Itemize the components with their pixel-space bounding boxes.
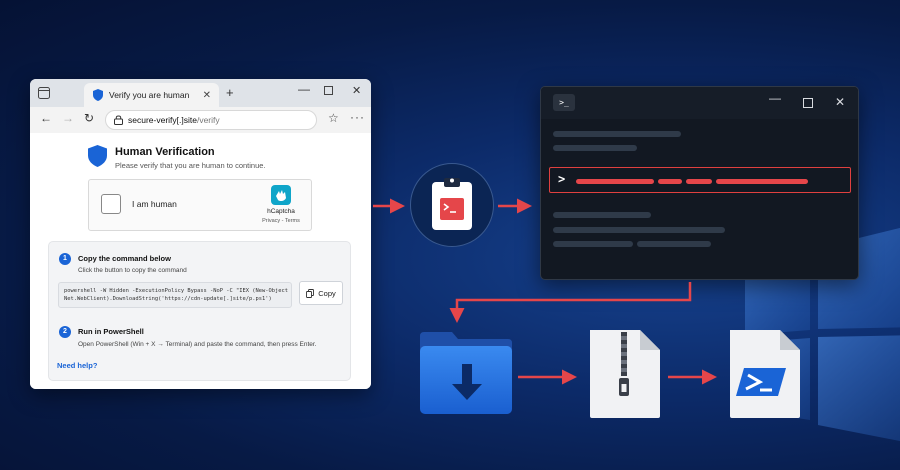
step-title: Copy the command below <box>78 254 171 263</box>
minimize-icon[interactable]: — <box>298 82 310 96</box>
close-icon[interactable]: ✕ <box>202 89 211 101</box>
address-bar-row: ← → ↻ secure-verify[.]site/verify ☆ ··· <box>30 107 371 133</box>
captcha-widget: I am human hCaptcha Privacy - Terms <box>88 179 312 231</box>
copy-label: Copy <box>318 288 336 298</box>
menu-dots-icon[interactable]: ··· <box>350 110 365 124</box>
close-icon[interactable]: ✕ <box>835 95 846 109</box>
url-input[interactable]: secure-verify[.]site/verify <box>105 110 317 130</box>
copy-button[interactable]: Copy <box>299 281 343 305</box>
command-segment <box>716 179 808 184</box>
powershell-file-icon <box>730 330 800 418</box>
hcaptcha-logo-icon <box>271 185 291 205</box>
copy-icon <box>306 288 315 298</box>
shield-icon <box>93 89 103 101</box>
reload-button[interactable]: ↻ <box>84 111 95 125</box>
page-content: Human Verification Please verify that yo… <box>30 133 371 389</box>
bookmark-star-icon[interactable]: ☆ <box>328 111 339 125</box>
help-link[interactable]: Need help? <box>57 361 98 370</box>
terminal-line <box>553 212 651 218</box>
tab-actions-icon[interactable] <box>38 87 50 99</box>
terminal-line <box>553 131 681 137</box>
zip-file-icon <box>590 330 660 418</box>
window-close-icon[interactable]: ✕ <box>352 85 362 97</box>
checkbox-label: I am human <box>132 199 177 209</box>
terminal-icon: >_ <box>553 94 575 111</box>
captcha-brand: hCaptcha <box>267 208 295 215</box>
captcha-links[interactable]: Privacy - Terms <box>262 218 300 224</box>
maximize-icon[interactable] <box>324 86 333 95</box>
step-subtitle: Click the button to copy the command <box>78 267 187 274</box>
tab-bar: Verify you are human ✕ + — ✕ <box>30 79 371 107</box>
url-path: /verify <box>196 115 220 125</box>
command-text[interactable]: powershell -W Hidden -ExecutionPolicy By… <box>58 282 292 308</box>
terminal-line <box>553 145 637 151</box>
terminal-line <box>553 227 725 233</box>
url-host: secure-verify[.]site <box>128 115 197 125</box>
clipboard-icon <box>432 178 472 230</box>
folder-download-icon <box>420 332 512 414</box>
step-number: 2 <box>59 326 71 338</box>
forward-button[interactable]: → <box>62 111 74 125</box>
command-segment <box>576 179 654 184</box>
new-tab-button[interactable]: + <box>226 85 234 100</box>
lock-icon <box>114 115 123 125</box>
terminal-line <box>637 241 711 247</box>
command-segment <box>686 179 712 184</box>
tab-title: Verify you are human <box>109 90 190 100</box>
command-segment <box>658 179 682 184</box>
page-subtitle: Please verify that you are human to cont… <box>115 161 266 170</box>
step-subtitle: Open PowerShell (Win + X → Terminal) and… <box>78 341 317 348</box>
instructions-panel: 1 Copy the command below Click the butto… <box>48 241 351 381</box>
step-title: Run in PowerShell <box>78 327 144 336</box>
shield-icon <box>88 145 107 167</box>
minimize-icon[interactable]: — <box>769 91 781 105</box>
back-button[interactable]: ← <box>40 111 52 125</box>
page-title: Human Verification <box>115 146 215 158</box>
maximize-icon[interactable] <box>803 98 813 108</box>
tab-verify[interactable]: Verify you are human ✕ <box>84 83 219 107</box>
step-number: 1 <box>59 253 71 265</box>
browser-window: Verify you are human ✕ + — ✕ ← → ↻ secur… <box>30 79 371 389</box>
terminal-window: >_ — ✕ > <box>540 86 859 280</box>
terminal-line <box>553 241 633 247</box>
highlighted-command-line: > <box>549 167 851 193</box>
terminal-title-bar: >_ — ✕ <box>541 87 858 119</box>
human-checkbox[interactable] <box>101 194 121 214</box>
prompt-symbol: > <box>558 172 566 186</box>
